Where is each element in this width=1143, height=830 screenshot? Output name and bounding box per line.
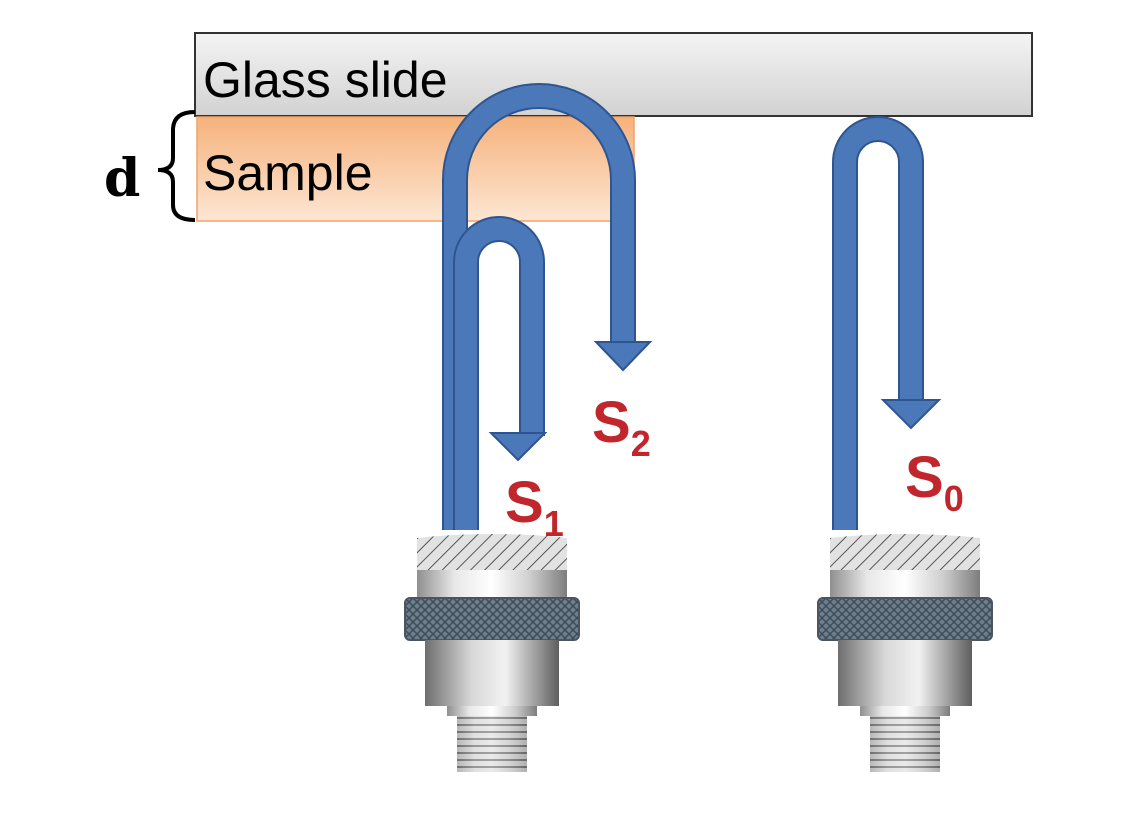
signal-label-s0: S0: [905, 445, 964, 519]
s2-arrowhead: [593, 341, 653, 372]
thickness-brace: [157, 110, 196, 222]
thickness-label: d: [104, 148, 140, 209]
ultrasonic-transducer-icon: [817, 533, 993, 773]
s0-arrowhead: [880, 399, 942, 430]
glass-slide-label: Glass slide: [203, 52, 448, 108]
glass-slide: [194, 32, 1033, 117]
sample-layer: [196, 116, 635, 222]
s1-arrowhead: [488, 432, 548, 462]
signal-label-s1: S1: [505, 470, 564, 544]
signal-label-s2: S2: [592, 390, 651, 464]
ultrasonic-transducer-icon: [404, 533, 580, 773]
sample-label: Sample: [203, 145, 373, 201]
